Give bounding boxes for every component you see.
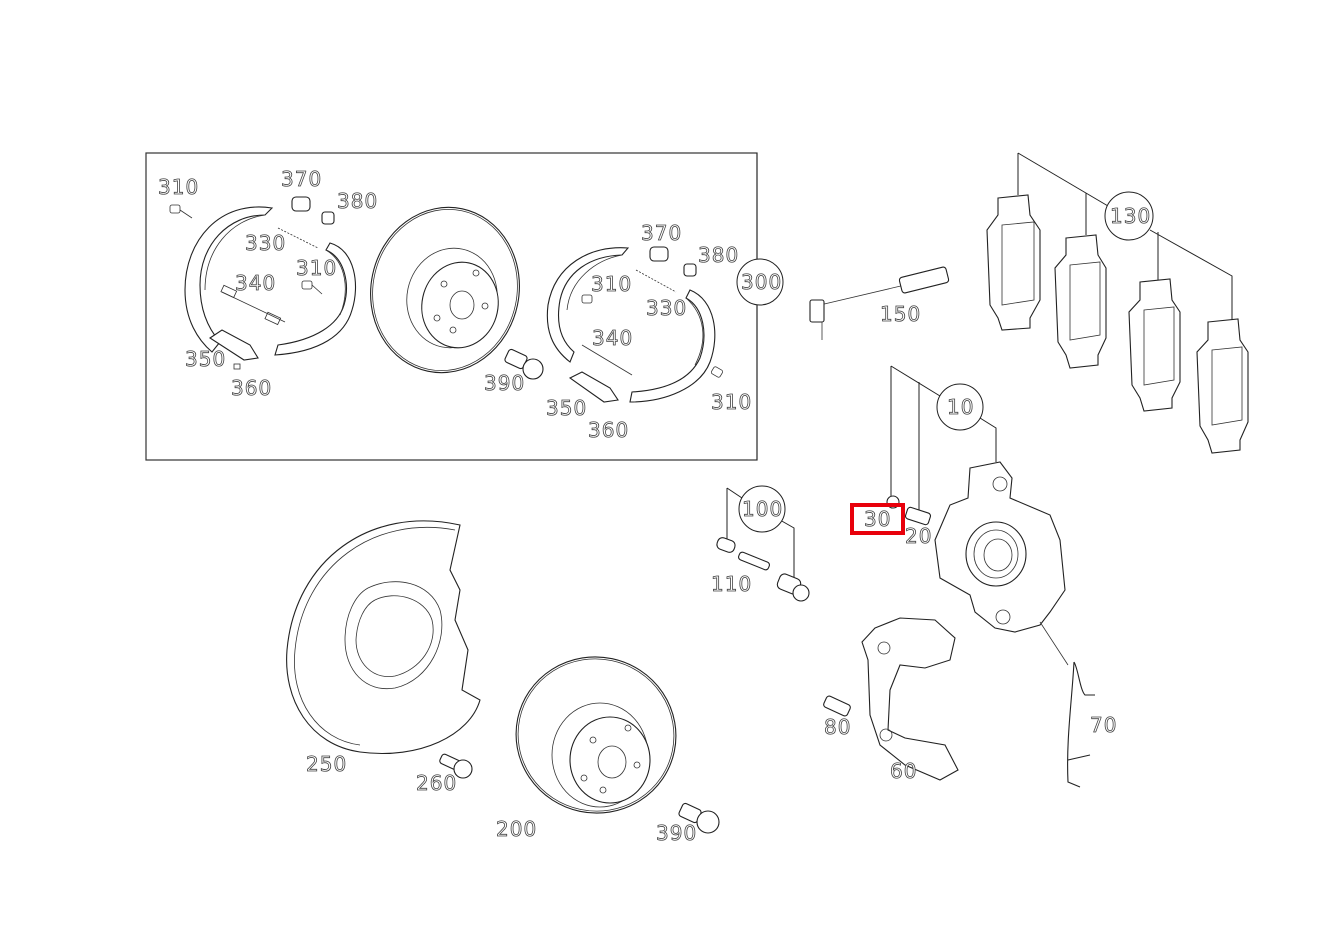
- brake-pad-4[interactable]: [1196, 318, 1249, 454]
- callout-label[interactable]: 370: [641, 221, 682, 246]
- lever-350-left[interactable]: [208, 329, 259, 361]
- callout-label[interactable]: 200: [496, 817, 537, 842]
- callout-label[interactable]: 130: [1110, 204, 1151, 229]
- callout-label[interactable]: 300: [741, 270, 782, 295]
- callout-label[interactable]: 310: [711, 390, 752, 415]
- callout-label[interactable]: 370: [281, 167, 322, 192]
- brake-shoe-right-b[interactable]: [629, 289, 716, 403]
- cap-380-right[interactable]: [683, 263, 697, 277]
- callout-label[interactable]: 310: [296, 256, 337, 281]
- brake-shoe-right-a[interactable]: [546, 247, 630, 363]
- brake-pad-3[interactable]: [1128, 278, 1181, 412]
- spring-330-left[interactable]: [277, 227, 319, 249]
- pin-310-left-a[interactable]: [169, 204, 193, 219]
- brake-caliper-10[interactable]: [934, 461, 1066, 633]
- nut-360-left[interactable]: [233, 363, 241, 370]
- guide-sleeve-110[interactable]: [715, 536, 810, 602]
- callout-label[interactable]: 310: [158, 175, 199, 200]
- callout-label[interactable]: 260: [416, 771, 457, 796]
- brake-pad-2[interactable]: [1054, 234, 1107, 369]
- adjuster-370-left[interactable]: [291, 196, 311, 212]
- guide-bolt-20[interactable]: [904, 506, 932, 526]
- highlight-box-callout-30: [850, 503, 905, 535]
- pin-310-right-b[interactable]: [711, 366, 724, 378]
- brake-shoe-left-b[interactable]: [274, 242, 357, 356]
- callout-label[interactable]: 20: [905, 524, 932, 549]
- callout-label[interactable]: 80: [824, 715, 851, 740]
- wear-sensor-150[interactable]: [809, 266, 950, 340]
- callout-label[interactable]: 390: [656, 821, 697, 846]
- callout-circle-10: [936, 383, 984, 431]
- callout-label[interactable]: 310: [591, 272, 632, 297]
- caliper-carrier-60[interactable]: [861, 617, 959, 781]
- spring-330-right[interactable]: [635, 269, 677, 293]
- callout-label[interactable]: 330: [646, 296, 687, 321]
- callout-label[interactable]: 60: [890, 759, 917, 784]
- callout-circle-100: [738, 485, 786, 533]
- cap-380-left[interactable]: [321, 211, 335, 225]
- screw-390-top[interactable]: [504, 348, 544, 380]
- callout-label[interactable]: 70: [1090, 713, 1117, 738]
- spring-340-left[interactable]: [220, 284, 286, 326]
- callout-circle-130: [1104, 191, 1154, 241]
- spring-340-right[interactable]: [581, 344, 633, 376]
- callout-label[interactable]: 340: [235, 271, 276, 296]
- pin-310-left-b[interactable]: [301, 280, 323, 295]
- spring-clip-70[interactable]: [1039, 621, 1095, 788]
- bolt-260[interactable]: [439, 753, 473, 779]
- callout-circle-300: [736, 258, 784, 306]
- pin-310-right-a[interactable]: [581, 294, 593, 304]
- dust-shield-250[interactable]: [286, 520, 481, 754]
- callout-label[interactable]: 360: [588, 418, 629, 443]
- lever-350-right[interactable]: [568, 371, 619, 403]
- callout-label[interactable]: 10: [947, 395, 974, 420]
- adjuster-370-right[interactable]: [649, 246, 669, 262]
- callout-label[interactable]: 380: [337, 189, 378, 214]
- callout-label[interactable]: 360: [231, 376, 272, 401]
- brake-pad-1[interactable]: [986, 194, 1041, 331]
- screw-390-bottom[interactable]: [678, 802, 720, 834]
- brake-disc-drum[interactable]: [355, 193, 534, 386]
- callout-label[interactable]: 330: [245, 231, 286, 256]
- callout-label-highlighted[interactable]: 30: [864, 507, 891, 532]
- brake-shoe-left-a[interactable]: [184, 206, 274, 353]
- callout-label[interactable]: 390: [484, 371, 525, 396]
- callout-label[interactable]: 150: [880, 302, 921, 327]
- callout-label[interactable]: 340: [592, 326, 633, 351]
- callout-label[interactable]: 110: [711, 572, 752, 597]
- callout-label[interactable]: 380: [698, 243, 739, 268]
- bolt-80[interactable]: [823, 695, 852, 717]
- brake-disc-200[interactable]: [502, 642, 691, 828]
- callout-label[interactable]: 350: [546, 396, 587, 421]
- callout-label[interactable]: 250: [306, 752, 347, 777]
- callout-label[interactable]: 350: [185, 347, 226, 372]
- callout-label[interactable]: 100: [742, 497, 783, 522]
